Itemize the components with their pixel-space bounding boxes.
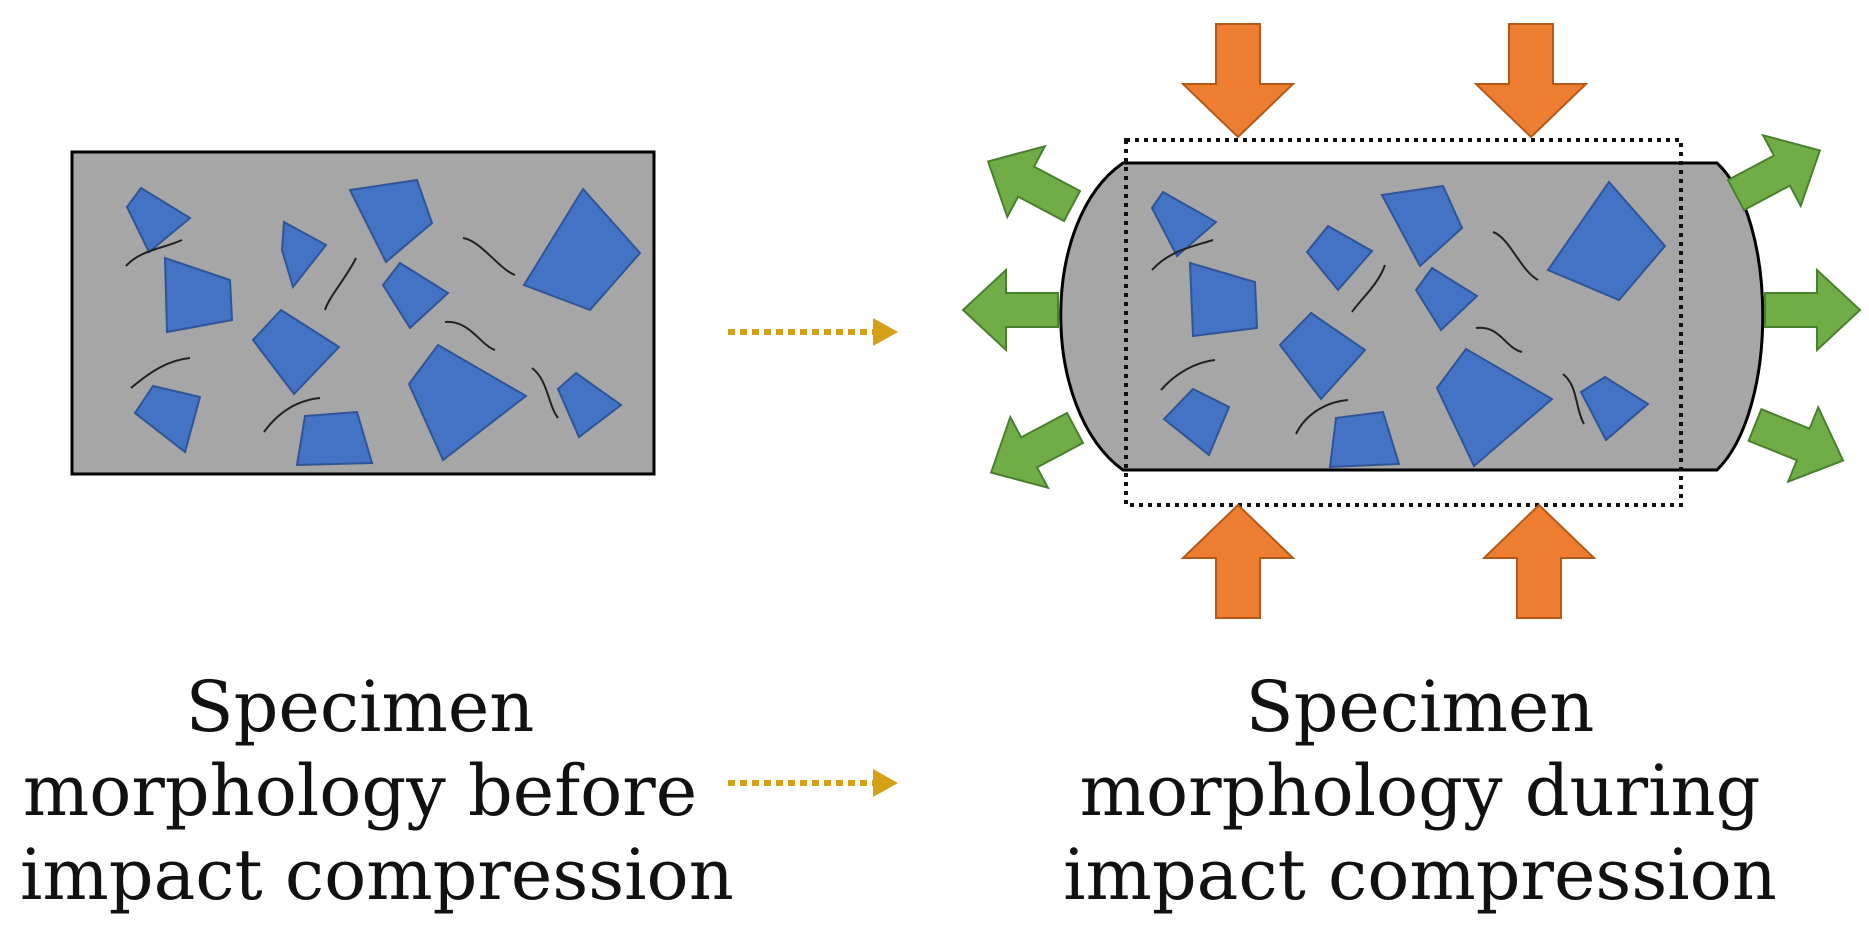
aggregate-particle [1305, 224, 1374, 292]
aggregate-particle [1162, 387, 1231, 457]
crack [324, 257, 357, 311]
crack [1562, 373, 1585, 425]
aggregate-particle [1380, 184, 1464, 268]
compression-arrow-bottom-left [1182, 504, 1294, 619]
aggregate-particle [556, 371, 623, 439]
expansion-arrow-right-middle [1764, 269, 1861, 351]
caption-during: Specimen morphology during impact compre… [1050, 665, 1790, 917]
aggregate-particle [522, 187, 642, 312]
aggregate-particle [1150, 190, 1218, 258]
cracks-before [125, 237, 559, 433]
aggregate-particle [1435, 347, 1554, 468]
crack [1475, 326, 1523, 353]
aggregate-particle [133, 384, 202, 454]
transition-arrow-bottom [728, 769, 898, 797]
crack [1151, 239, 1214, 271]
crack [263, 397, 321, 433]
caption-before-line: morphology before [22, 750, 698, 832]
aggregate-particle [1546, 180, 1667, 302]
caption-during-line: Specimen [1245, 666, 1595, 748]
aggregate-particle [1188, 261, 1259, 338]
compression-arrow-top-left [1182, 23, 1294, 138]
aggregate-particle [1579, 375, 1650, 442]
caption-before-line: impact compression [20, 834, 734, 916]
crack [1295, 399, 1349, 435]
specimen-during [1059, 138, 1765, 507]
aggregate-particle [1414, 266, 1479, 332]
aggregate-particle [407, 343, 528, 462]
expansion-arrow-left-middle [962, 269, 1059, 351]
dotted-arrow-head [873, 318, 898, 346]
crack [531, 367, 559, 419]
aggregate-particles-during [1150, 180, 1667, 469]
expansion-arrow-left-top [968, 125, 1092, 243]
aggregate-particle [1278, 311, 1367, 401]
dotted-arrow-head [873, 769, 898, 797]
aggregate-particle [1328, 410, 1401, 469]
aggregate-particle [348, 178, 434, 264]
compression-arrow-bottom-right [1483, 504, 1595, 619]
specimen-before [70, 150, 656, 476]
cracks-during [1151, 231, 1585, 435]
aggregate-particle [163, 256, 234, 334]
compression-arrow-top-right [1475, 23, 1587, 138]
aggregate-particle [251, 308, 341, 396]
caption-before-line: Specimen [185, 666, 535, 748]
caption-before: Specimen morphology before impact compre… [20, 665, 734, 917]
crack [125, 239, 183, 267]
crack [1160, 359, 1216, 391]
crack [444, 320, 496, 351]
crack [130, 357, 191, 389]
aggregate-particle [295, 410, 374, 467]
transition-arrow-top [728, 318, 898, 346]
original-outline-dotted [1124, 138, 1683, 507]
crack [1351, 264, 1386, 313]
expansion-arrow-right-bottom [1739, 386, 1860, 499]
expansion-arrow-left-bottom [971, 391, 1095, 509]
crack [462, 237, 516, 276]
aggregate-particle [381, 261, 450, 330]
caption-during-line: impact compression [1063, 834, 1777, 916]
aggregate-particles-before [125, 178, 642, 467]
aggregate-particle [280, 220, 328, 290]
crack [1492, 231, 1539, 281]
caption-during-line: morphology during [1079, 750, 1761, 832]
